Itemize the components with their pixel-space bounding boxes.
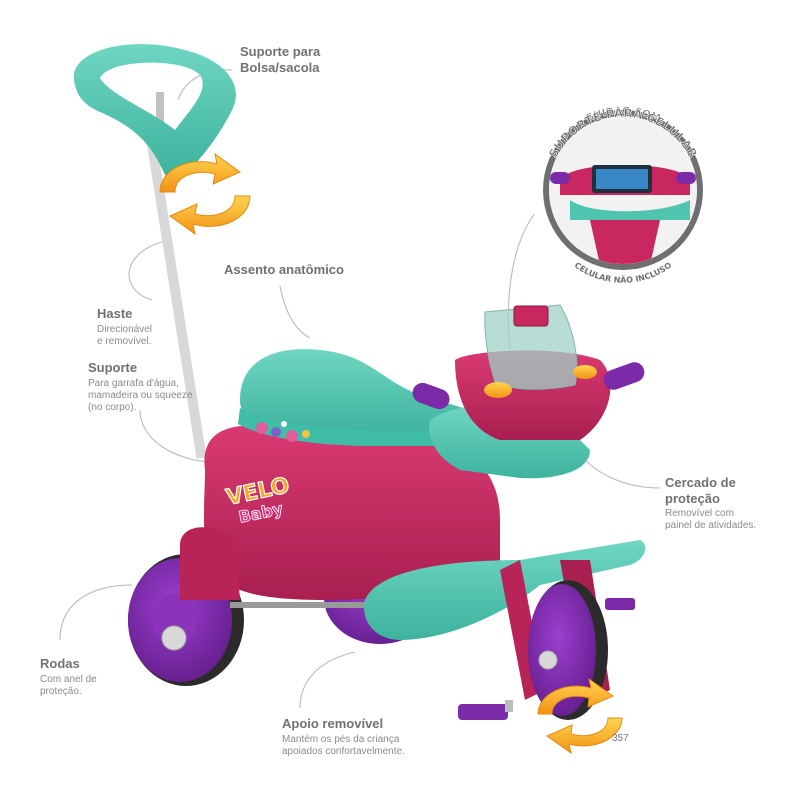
label-suporte-desc-l1: Para garrafa d'água,: [88, 377, 179, 389]
leader-suporte-bolsa: [177, 69, 233, 101]
label-suporte-desc-l2: mamadeira ou squeeze: [88, 389, 193, 401]
light-left: [484, 382, 512, 398]
label-haste-desc-l2: e removível.: [97, 335, 152, 347]
label-rodas-desc-l1: Com anel de: [40, 673, 97, 685]
rear-axle: [230, 602, 380, 608]
leader-cercado: [577, 449, 661, 489]
label-suporte-bolsa: Suporte para Bolsa/sacola: [240, 44, 320, 75]
leader-suporte: [139, 409, 211, 463]
wheel-hub: [161, 625, 187, 651]
label-suporte-desc-l3: (no corpo).: [88, 401, 137, 413]
phone-holder: [513, 305, 549, 327]
label-apoio-title: Apoio removível: [282, 716, 384, 731]
front-wheel: [500, 560, 610, 720]
label-cercado-desc-l2: painel de atividades.: [665, 520, 757, 532]
label-suporte-bolsa-title-l2: Bolsa/sacola: [240, 59, 320, 75]
handle-grip: [73, 44, 236, 175]
label-haste: Haste Direcionável e removível.: [97, 306, 152, 348]
rotate-arrows-icon: [159, 152, 251, 236]
label-cercado-title-l2: proteção: [665, 490, 720, 506]
label-apoio-desc-l1: Mantém os pés da criança: [282, 733, 400, 745]
label-apoio: Apoio removível Mantém os pés da criança…: [282, 716, 405, 758]
front-hub: [538, 650, 558, 670]
label-cercado: Cercado de proteção Removível com painel…: [665, 475, 756, 532]
push-handle: [73, 44, 236, 459]
light-right: [573, 365, 597, 379]
label-suporte-bolsa-title-l1: Suporte para: [240, 44, 321, 59]
label-cercado-title-l1: Cercado de: [665, 475, 736, 490]
leader-assento: [279, 285, 311, 339]
flowers-decoration: [256, 421, 310, 442]
page-number: 357: [612, 733, 629, 744]
label-assento: Assento anatômico: [224, 262, 344, 278]
leader-rodas: [59, 584, 133, 641]
pedals: [458, 598, 635, 720]
rotate-arrows-bottom-icon: [537, 677, 623, 755]
label-rodas-desc-l2: proteção.: [40, 685, 82, 697]
label-rodas: Rodas Com anel de proteção.: [40, 656, 97, 698]
handlebar-grips: [412, 362, 645, 410]
label-assento-title: Assento anatômico: [224, 262, 344, 277]
label-haste-title: Haste: [97, 306, 133, 321]
leader-haste: [128, 239, 171, 301]
protection-fence: [429, 304, 611, 479]
leader-apoio: [299, 651, 356, 709]
label-rodas-title: Rodas: [40, 656, 80, 671]
label-cercado-desc-l1: Removível com: [665, 508, 734, 520]
tricycle-body: [180, 425, 500, 600]
callout-lines: [59, 69, 661, 709]
label-suporte-title: Suporte: [88, 360, 138, 375]
label-apoio-desc-l2: apoiados confortavelmente.: [282, 745, 405, 757]
label-haste-desc-l1: Direcionável: [97, 323, 153, 335]
windshield: [484, 304, 578, 390]
label-suporte: Suporte Para garrafa d'água, mamadeira o…: [88, 360, 193, 414]
phone-holder-badge: GUIDÃO COM SUPORTE PARA CELULAR CELULAR …: [531, 98, 715, 285]
seat: [240, 349, 474, 435]
